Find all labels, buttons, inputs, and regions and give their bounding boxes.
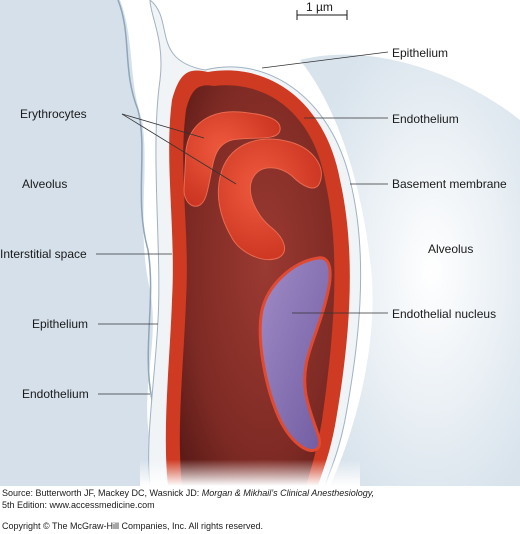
label-endothelium-right: Endothelium — [392, 112, 459, 126]
source-citation: Source: Butterworth JF, Mackey DC, Wasni… — [2, 488, 518, 511]
source-title: Morgan & Mikhail’s Clinical Anesthesiolo… — [201, 488, 375, 498]
label-alveolus-right: Alveolus — [428, 242, 474, 256]
erythrocyte-upper — [183, 111, 281, 207]
label-interstitial-space: Interstitial space — [0, 247, 87, 261]
label-epithelium-top: Epithelium — [392, 46, 449, 60]
source-edition: 5th Edition: www.accessmedicine.com — [2, 499, 155, 510]
label-erythrocytes: Erythrocytes — [20, 107, 87, 121]
label-endothelial-nucleus: Endothelial nucleus — [392, 307, 497, 321]
leader-epithelium-top — [261, 51, 389, 69]
alveolus-left-space — [0, 0, 153, 486]
leader-erythrocytes-2 — [121, 113, 237, 185]
label-epithelium-left: Epithelium — [32, 317, 89, 331]
alveolus-right-space — [300, 54, 520, 486]
leader-lines — [96, 51, 389, 395]
alveolar-capillary-diagram — [0, 0, 520, 486]
copyright-notice: Copyright © The McGraw-Hill Companies, I… — [2, 521, 264, 531]
label-alveolus-left: Alveolus — [22, 177, 68, 191]
scale-bar — [296, 10, 348, 20]
source-prefix: Source: Butterworth JF, Mackey DC, Wasni… — [2, 488, 202, 498]
label-basement-membrane: Basement membrane — [392, 177, 507, 191]
erythrocyte-lower — [217, 138, 322, 260]
leader-erythrocytes-1 — [121, 113, 205, 139]
scale-bar-label: 1 µm — [306, 0, 333, 14]
label-endothelium-left: Endothelium — [22, 387, 89, 401]
